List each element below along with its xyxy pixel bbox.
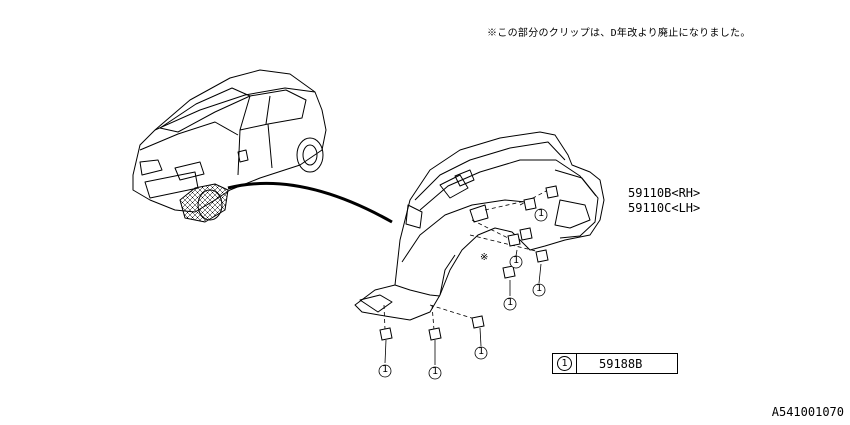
callout-number: 1 [507,297,514,308]
clip-parts [379,185,559,341]
leader-line [227,181,393,224]
callout-number: 1 [478,346,485,357]
part-number-lh: 59110C<LH> [628,201,701,215]
discontinued-clip-note: ※この部分のクリップは、D年改より廃止になりました。 [487,28,751,39]
clip-leader-lines [383,189,549,331]
callout-number: 1 [536,283,543,294]
asterisk-mark: ※ [480,252,488,263]
parts-legend: 1 59188B [552,353,678,374]
callout-number: 1 [382,364,389,375]
callout-number: 1 [432,366,439,377]
callout-stems [384,249,542,365]
legend-divider [576,353,577,374]
diagram-id: A541001070 [771,405,844,419]
fender-liner [354,131,605,321]
car-illustration [132,69,327,223]
callout-markers [378,208,548,380]
callout-number: 1 [538,208,545,219]
part-number-rh: 59110B<RH> [628,186,701,200]
legend-part-number: 59188B [599,356,643,371]
legend-callout-number: 1 [557,356,572,371]
callout-number: 1 [513,255,520,266]
